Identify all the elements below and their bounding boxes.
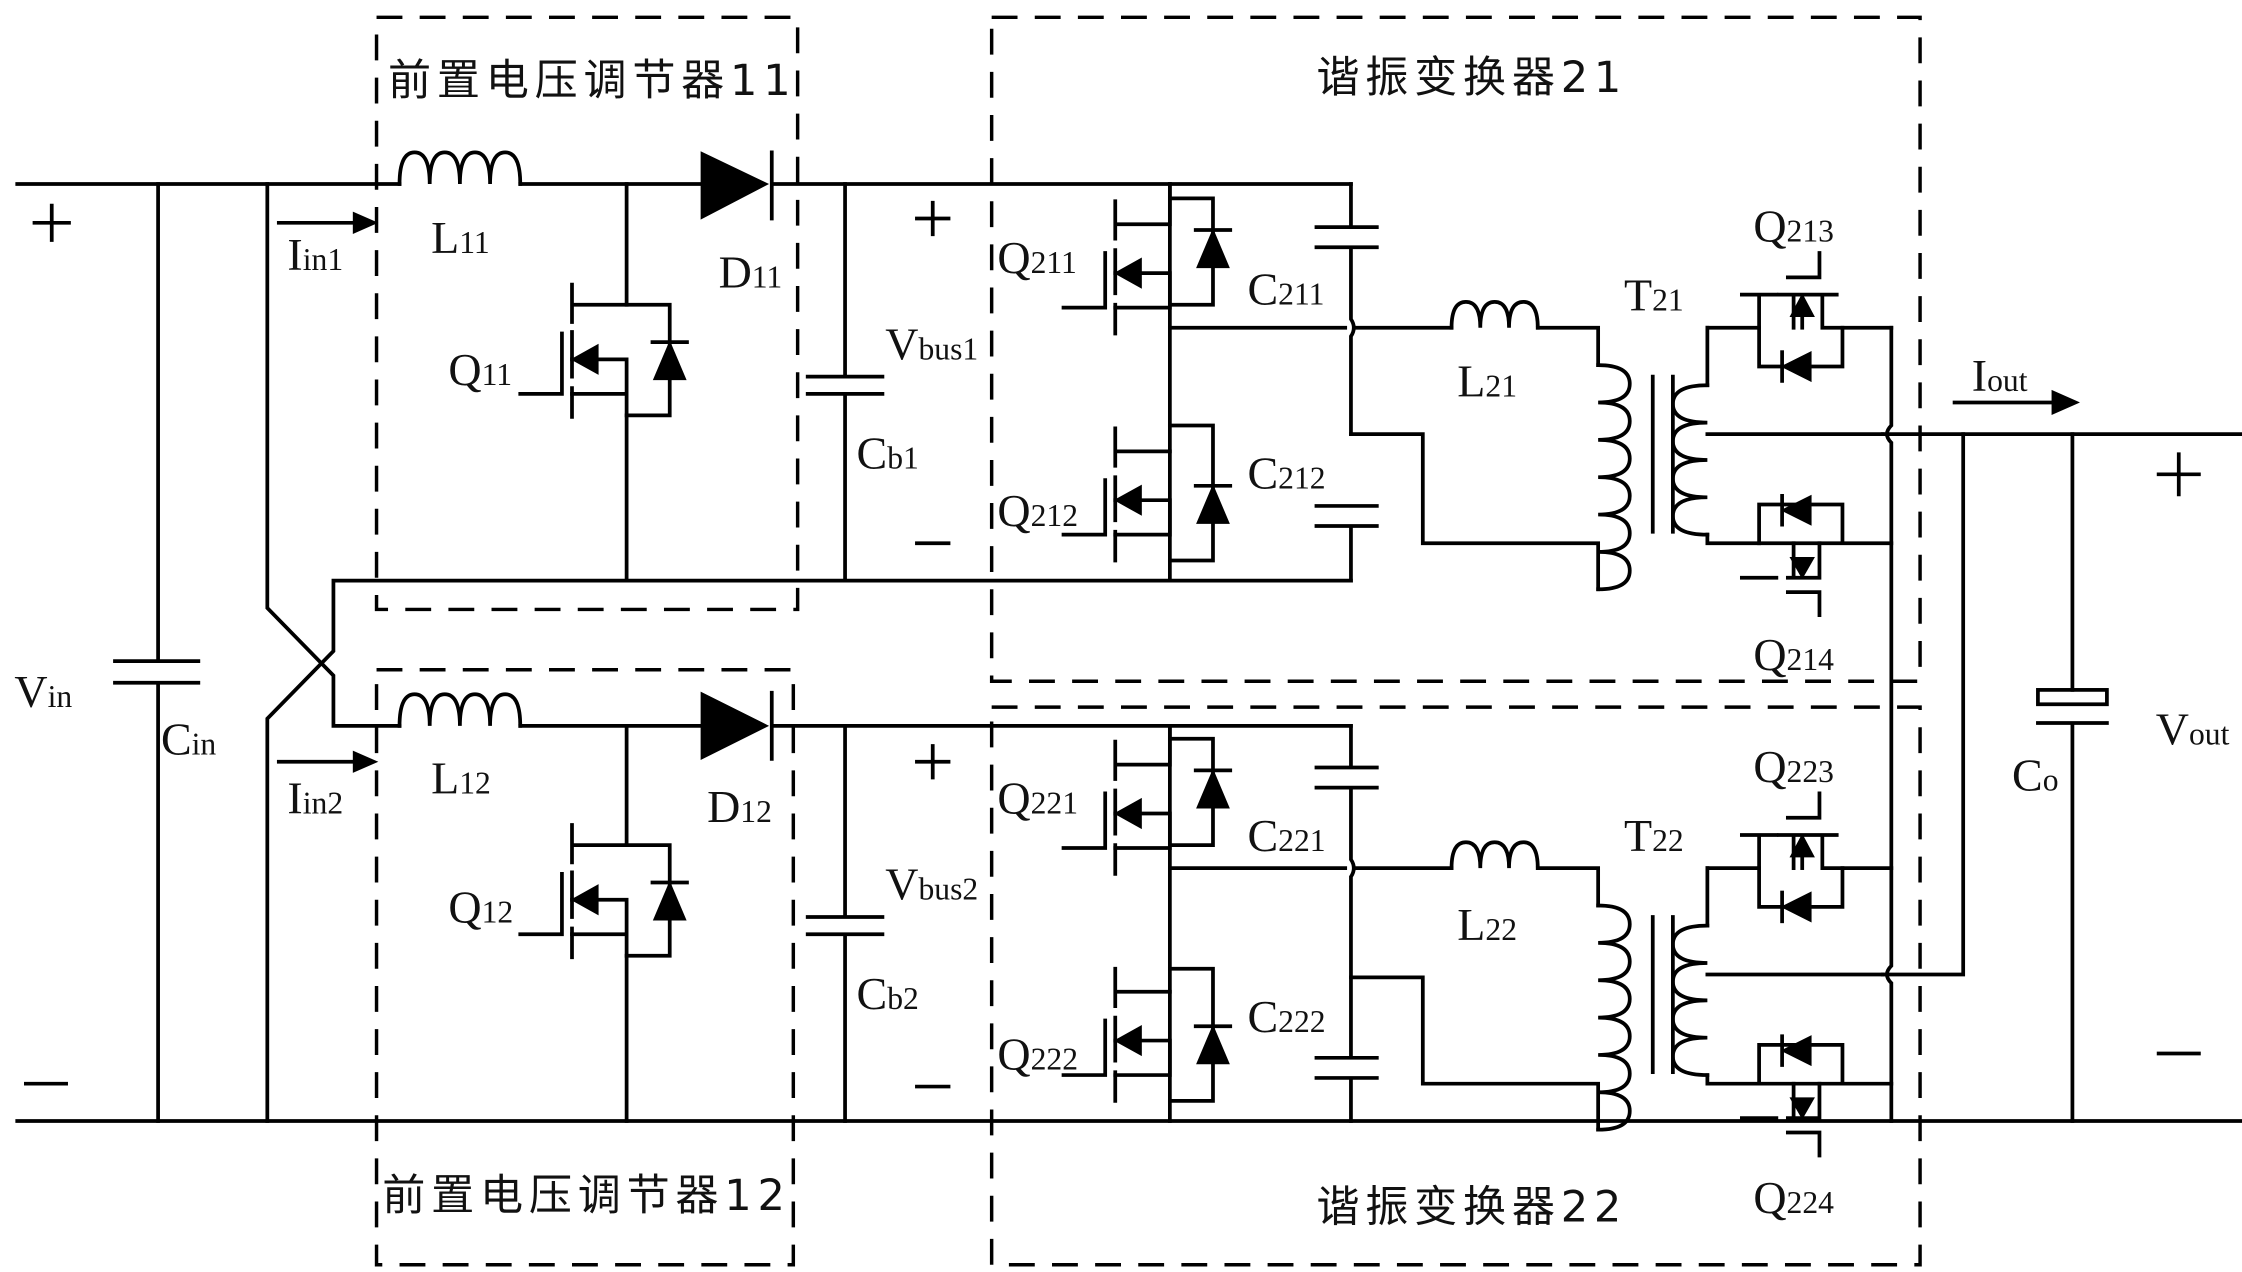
label-cb2: Cb2 — [857, 968, 919, 1019]
output-section — [1952, 389, 2201, 1123]
block-title-prereg-11: 前置电压调节器11 — [388, 56, 796, 106]
block-resonant-21 — [989, 15, 1922, 683]
label-c221: C221 — [1247, 810, 1325, 861]
label-cb1: Cb1 — [857, 428, 919, 479]
label-d11: D11 — [719, 246, 783, 297]
label-t21: T21 — [1624, 269, 1684, 320]
label-l22: L22 — [1457, 899, 1517, 950]
label-co: Co — [2012, 749, 2058, 800]
label-c211: C211 — [1247, 264, 1324, 315]
label-l12: L12 — [431, 752, 491, 803]
block-resonant-22 — [989, 705, 1922, 1267]
block-prereg-12 — [374, 668, 796, 1267]
block-title-resonant-22: 谐振变换器22 — [1316, 1183, 1627, 1233]
input-section — [15, 182, 2242, 1123]
label-q222: Q222 — [997, 1028, 1078, 1079]
label-q212: Q212 — [997, 485, 1078, 536]
label-vin: Vin — [14, 666, 72, 717]
label-c222: C222 — [1247, 991, 1325, 1042]
label-cin: Cin — [161, 714, 216, 765]
label-q213: Q213 — [1753, 200, 1834, 251]
label-iout: Iout — [1972, 350, 2028, 401]
label-q221: Q221 — [997, 772, 1078, 823]
label-vbus2: Vbus2 — [885, 859, 978, 910]
label-q11: Q11 — [448, 344, 512, 395]
label-iin2: Iin2 — [287, 772, 343, 823]
label-vbus1: Vbus1 — [885, 318, 978, 369]
label-q12: Q12 — [448, 882, 513, 933]
diode-d12 — [700, 691, 770, 761]
label-t22: T22 — [1624, 810, 1684, 861]
label-q223: Q223 — [1753, 741, 1834, 792]
resonant-21-circuit — [1061, 182, 2242, 1123]
label-q224: Q224 — [1753, 1172, 1834, 1223]
label-iin1: Iin1 — [287, 229, 343, 280]
diode-d11 — [700, 151, 770, 220]
block-prereg-11 — [374, 15, 800, 612]
prereg-11-circuit — [397, 150, 1353, 583]
label-c212: C212 — [1247, 448, 1325, 499]
prereg-12-circuit — [397, 690, 1353, 1123]
label-vout: Vout — [2156, 704, 2230, 755]
block-title-prereg-12: 前置电压调节器12 — [382, 1171, 790, 1221]
label-q211: Q211 — [997, 232, 1076, 283]
block-title-resonant-21: 谐振变换器21 — [1316, 53, 1627, 103]
label-d12: D12 — [707, 781, 772, 832]
label-q214: Q214 — [1753, 629, 1834, 680]
resonant-22-circuit — [1061, 432, 1966, 1158]
label-l21: L21 — [1457, 356, 1517, 407]
label-l11: L11 — [431, 212, 490, 263]
